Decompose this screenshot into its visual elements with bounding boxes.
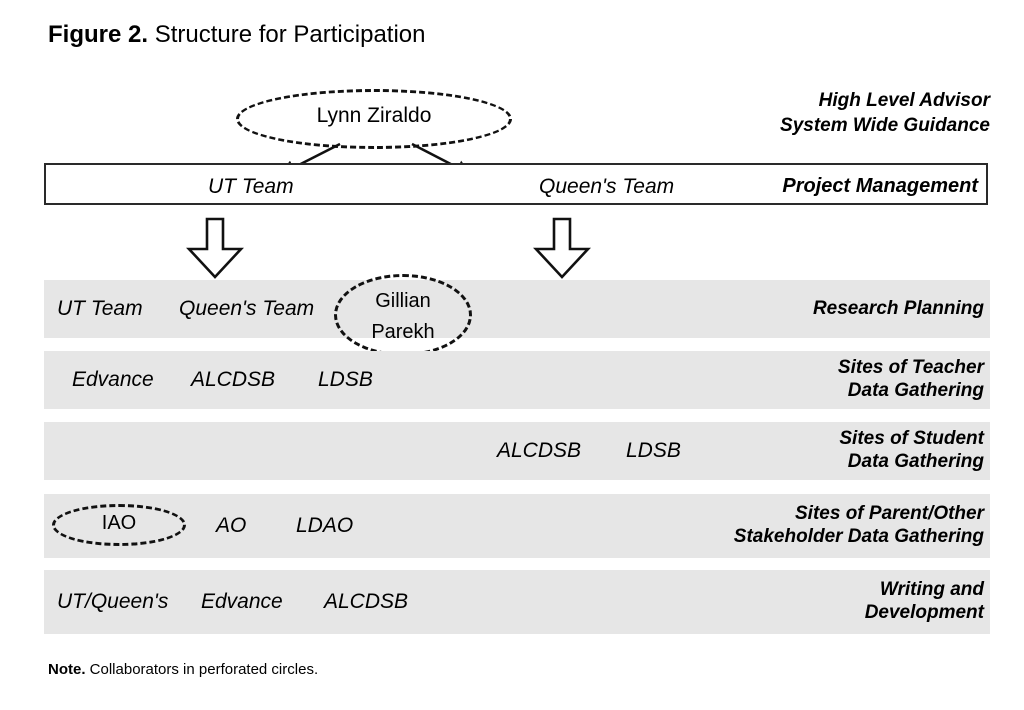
tier-label-line2: Data Gathering bbox=[847, 380, 984, 401]
project-management-bar: UT Team Queen's Team Project Management bbox=[44, 163, 988, 205]
row-item: UT/Queen's bbox=[57, 590, 169, 613]
table-row: Edvance ALCDSB LDSB Sites of Teacher Dat… bbox=[44, 351, 990, 409]
row-item: ALCDSB bbox=[497, 439, 582, 462]
block-arrow-to-queens-team bbox=[533, 217, 591, 279]
pm-item-ut-team: UT Team bbox=[208, 175, 294, 198]
row-item: LDSB bbox=[318, 368, 373, 391]
tier-label-writing-and-development: Writing and Development bbox=[865, 578, 984, 624]
row-item: AO bbox=[216, 514, 247, 537]
tier-label-line1: Sites of Teacher bbox=[837, 357, 984, 378]
table-row: ALCDSB LDSB Sites of Student Data Gather… bbox=[44, 422, 990, 480]
pm-tier-label: Project Management bbox=[782, 175, 978, 197]
figure-note-label: Note. bbox=[48, 661, 86, 678]
tier-label-line1: Sites of Parent/Other bbox=[795, 503, 984, 524]
tier-label-research-planning: Research Planning bbox=[812, 298, 984, 319]
row-item: ALCDSB bbox=[191, 368, 276, 391]
figure-note-text: Collaborators in perforated circles. bbox=[89, 661, 319, 678]
perforated-circle-iao bbox=[52, 504, 186, 546]
table-row: UT/Queen's Edvance ALCDSB Writing and De… bbox=[44, 570, 990, 634]
block-arrow-to-ut-team bbox=[186, 217, 244, 279]
advisor-tier-label-line1: High Level Advisor bbox=[818, 90, 990, 111]
row-item: ALCDSB bbox=[324, 590, 409, 613]
tier-label-line2: Development bbox=[864, 602, 984, 623]
table-row: UT Team Queen's Team Research Planning bbox=[44, 280, 990, 338]
figure-title: Figure 2. Structure for Participation bbox=[48, 20, 426, 50]
figure-number-label: Figure 2. bbox=[48, 21, 149, 48]
advisor-tier-label: High Level Advisor System Wide Guidance bbox=[600, 88, 990, 138]
tier-label-line1: Sites of Student bbox=[839, 428, 984, 449]
advisor-tier-label-line2: System Wide Guidance bbox=[780, 115, 990, 136]
figure-title-text: Structure for Participation bbox=[154, 21, 426, 48]
table-row: AO LDAO Sites of Parent/Other Stakeholde… bbox=[44, 494, 990, 558]
tier-label-sites-of-parent-other-stakeholder-data-gathering: Sites of Parent/Other Stakeholder Data G… bbox=[734, 502, 984, 548]
tier-label-sites-of-teacher-data-gathering: Sites of Teacher Data Gathering bbox=[838, 356, 984, 402]
perforated-circle-lynn-ziraldo bbox=[236, 89, 512, 149]
tier-label-line1: Writing and bbox=[879, 579, 984, 600]
figure-note: Note. Collaborators in perforated circle… bbox=[48, 660, 318, 679]
row-item: Edvance bbox=[72, 368, 154, 391]
row-item: LDAO bbox=[296, 514, 354, 537]
row-item: Edvance bbox=[201, 590, 283, 613]
row-item: UT Team bbox=[57, 297, 143, 320]
tier-label-line2: Data Gathering bbox=[847, 451, 984, 472]
row-item: Queen's Team bbox=[179, 297, 315, 320]
tier-label-sites-of-student-data-gathering: Sites of Student Data Gathering bbox=[839, 427, 984, 473]
perforated-circle-gillian-parekh bbox=[334, 274, 472, 356]
row-item: LDSB bbox=[626, 439, 681, 462]
pm-item-queens-team: Queen's Team bbox=[539, 175, 675, 198]
tier-label-line2: Stakeholder Data Gathering bbox=[733, 526, 984, 547]
